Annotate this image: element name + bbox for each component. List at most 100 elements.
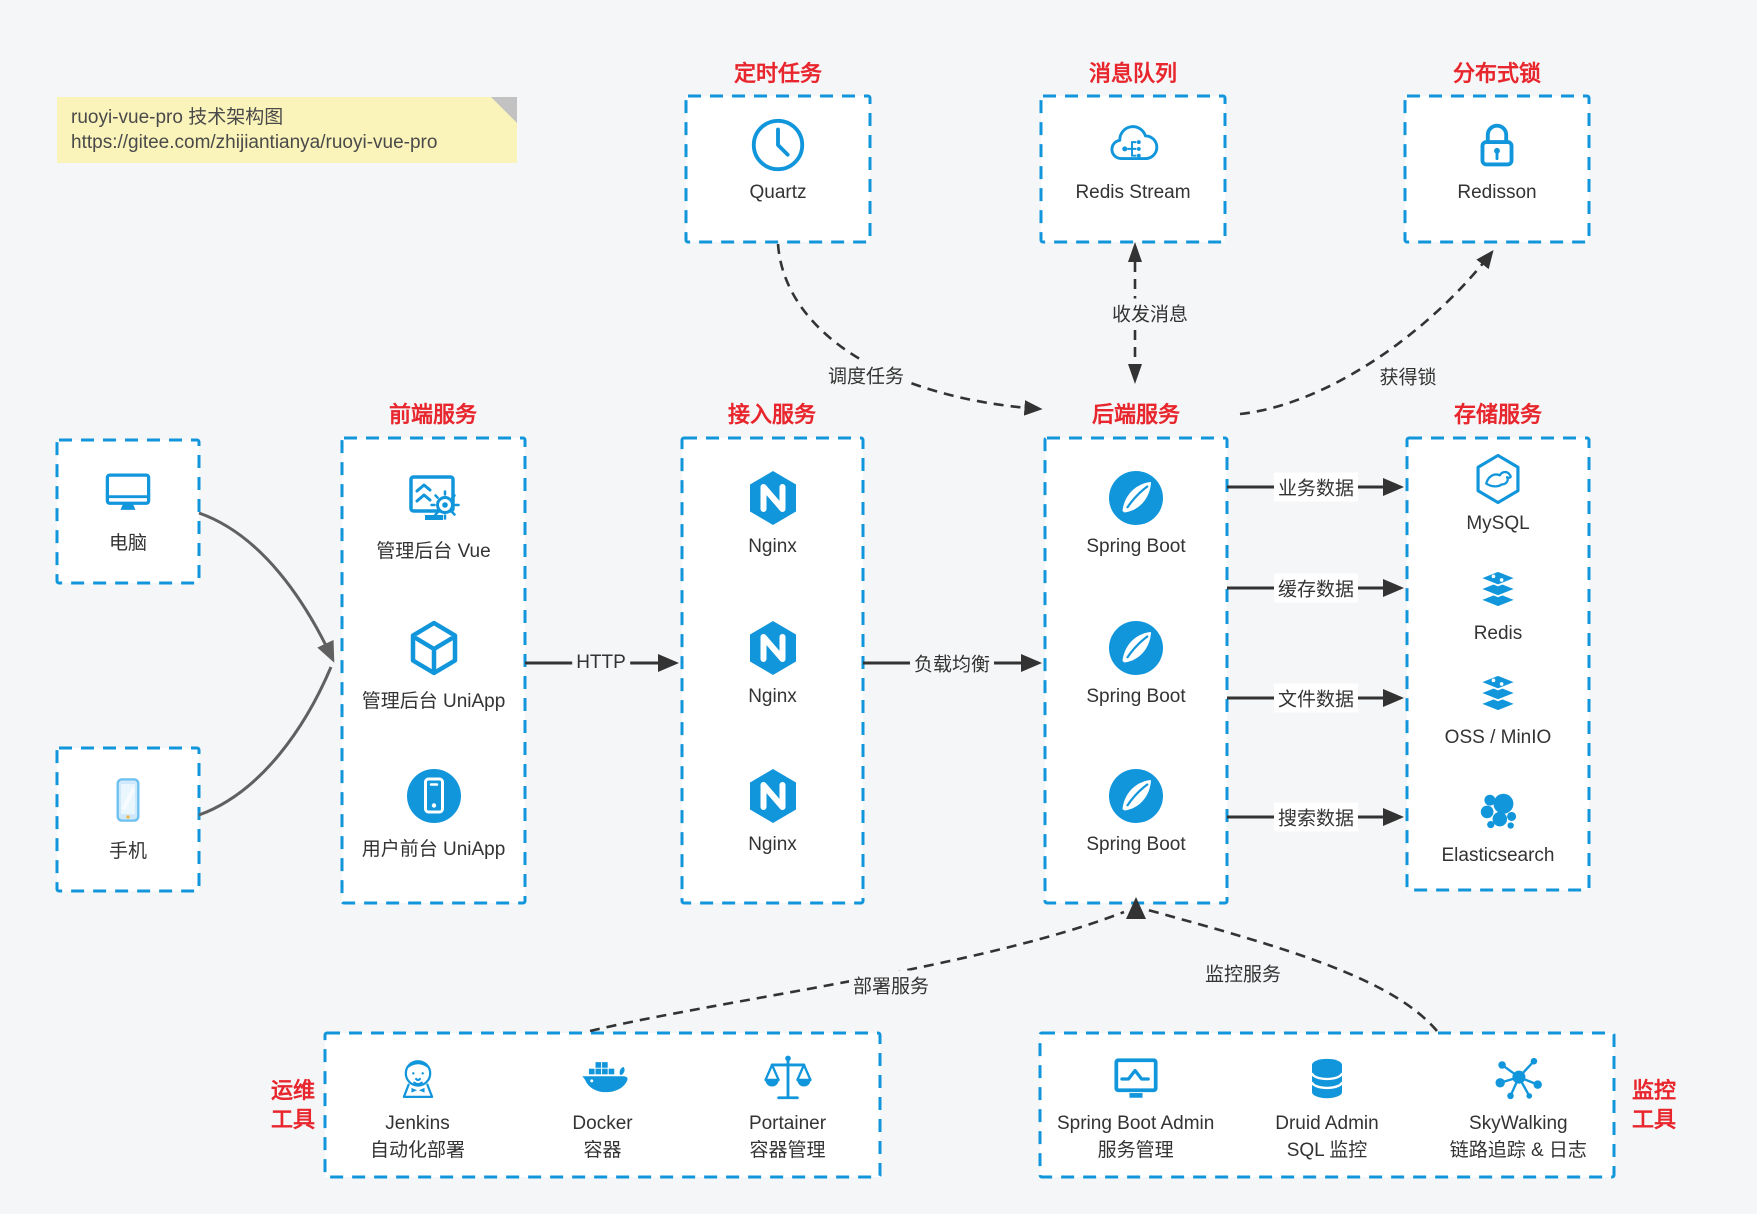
note-fold-corner (491, 97, 517, 123)
item-label: Spring Boot (1086, 536, 1186, 557)
edge-label-deploy: 部署服务 (848, 970, 934, 1000)
mq-cloud-icon (1110, 125, 1159, 161)
item-redisson: Redisson (1405, 114, 1589, 204)
group-title-message-queue: 消息队列 (1088, 61, 1178, 86)
edge-label-search-data: 搜索数据 (1273, 802, 1359, 832)
jenkins-icon (402, 1060, 433, 1098)
group-title-frontend: 前端服务 (388, 402, 478, 427)
edge-schedule (776, 243, 1043, 416)
group-box-ops-tools (323, 1031, 882, 1179)
item-label: Nginx (748, 686, 797, 707)
item-user-uniapp: 用户前台 UniApp (342, 764, 525, 861)
item-sublabel: 容器 (583, 1140, 622, 1161)
portainer-icon (763, 1055, 812, 1100)
item-docker: Docker 容器 (510, 1033, 695, 1177)
item-label: Nginx (748, 536, 797, 557)
edge-label-monitor: 监控服务 (1200, 958, 1286, 988)
edge-label-http: HTTP (572, 651, 630, 675)
nginx-icon (749, 769, 796, 823)
nginx-icon (749, 621, 796, 675)
item-pc: 电脑 (57, 462, 199, 555)
sba-icon (1114, 1058, 1158, 1098)
item-sublabel: 自动化部署 (369, 1140, 465, 1161)
sticky-note: ruoyi-vue-pro 技术架构图 https://gitee.com/zh… (57, 97, 517, 163)
side-label-line: 工具 (270, 1107, 316, 1132)
item-label: Redis Stream (1075, 182, 1191, 203)
lock-icon (1480, 123, 1514, 167)
spring-boot-icon (1109, 621, 1163, 675)
group-title-scheduler: 定时任务 (733, 61, 823, 86)
item-spring-boot-2: Spring Boot (1045, 616, 1227, 708)
item-mysql: MySQL (1407, 450, 1589, 535)
item-label: Elasticsearch (1441, 845, 1555, 866)
item-label: Quartz (749, 182, 807, 203)
spring-boot-icon (1109, 769, 1163, 823)
admin-vue-icon (408, 475, 460, 520)
note-title: ruoyi-vue-pro 技术架构图 (71, 107, 284, 128)
item-label: MySQL (1466, 513, 1530, 534)
item-label: SkyWalking (1469, 1113, 1568, 1134)
item-label: OSS / MinIO (1444, 727, 1552, 748)
item-redis: Redis (1407, 560, 1589, 645)
edge-label-message: 收发消息 (1107, 298, 1193, 328)
item-nginx-3: Nginx (682, 764, 863, 856)
item-nginx-1: Nginx (682, 466, 863, 558)
spring-boot-icon (1109, 471, 1163, 525)
arrowhead-message-up (1128, 242, 1142, 262)
smartphone-icon (116, 778, 140, 822)
edge-phone-to-frontend (198, 666, 333, 817)
item-label: Druid Admin (1275, 1113, 1379, 1134)
item-sublabel: 链路追踪 & 日志 (1449, 1140, 1587, 1161)
elasticsearch-icon (1480, 793, 1517, 829)
item-sublabel: 服务管理 (1097, 1140, 1174, 1161)
uniapp-cube-icon (410, 620, 457, 676)
item-label: Docker (572, 1113, 633, 1134)
item-label: 用户前台 UniApp (361, 839, 506, 860)
docker-icon (581, 1062, 628, 1093)
edge-label-business-data: 业务数据 (1273, 472, 1359, 502)
item-phone: 手机 (57, 770, 199, 863)
druid-icon (1310, 1058, 1344, 1099)
item-label: Portainer (748, 1113, 827, 1134)
ops-tools-box: Jenkins 自动化部署 Docker 容器 (325, 1033, 880, 1177)
item-sublabel: SQL 监控 (1286, 1140, 1368, 1161)
item-admin-vue: 管理后台 Vue (342, 466, 525, 563)
group-box-message-queue (1039, 94, 1227, 244)
item-spring-boot-3: Spring Boot (1045, 764, 1227, 856)
item-label: Spring Boot Admin (1056, 1113, 1215, 1134)
item-label: Jenkins (385, 1113, 450, 1134)
side-label-line: 监控 (1631, 1078, 1677, 1103)
edge-lock (1239, 249, 1494, 416)
edge-label-lock: 获得锁 (1375, 361, 1441, 391)
note-url: https://gitee.com/zhijiantianya/ruoyi-vu… (71, 132, 438, 153)
edge-label-file-data: 文件数据 (1273, 683, 1359, 713)
skywalking-icon (1495, 1057, 1543, 1100)
item-label: Redis (1473, 623, 1523, 644)
edge-deploy (589, 910, 1125, 1033)
desktop-icon (105, 473, 151, 510)
side-label-line: 工具 (1631, 1107, 1677, 1132)
item-label: Spring Boot (1086, 686, 1186, 707)
oss-stack-icon (1477, 673, 1519, 713)
edge-label-load-balance: 负载均衡 (909, 648, 995, 678)
side-label-line: 运维 (270, 1078, 316, 1103)
item-spring-boot-admin: Spring Boot Admin 服务管理 (1040, 1033, 1231, 1177)
item-skywalking: SkyWalking 链路追踪 & 日志 (1423, 1033, 1614, 1177)
item-label: 管理后台 UniApp (361, 691, 506, 712)
item-admin-uniapp: 管理后台 UniApp (342, 616, 525, 713)
redis-stack-icon (1477, 569, 1519, 609)
item-spring-boot-1: Spring Boot (1045, 466, 1227, 558)
arrowhead-message-down (1128, 364, 1142, 384)
group-box-storage (1405, 436, 1591, 892)
item-sublabel: 容器管理 (749, 1140, 826, 1161)
mysql-icon (1476, 453, 1520, 505)
item-druid-admin: Druid Admin SQL 监控 (1231, 1033, 1422, 1177)
item-label: 手机 (108, 841, 147, 862)
group-box-client-pc (55, 438, 201, 585)
edge-label-schedule: 调度任务 (823, 360, 909, 390)
side-label-monitor: 监控 工具 (1632, 1076, 1676, 1134)
item-portainer: Portainer 容器管理 (695, 1033, 880, 1177)
item-oss-minio: OSS / MinIO (1407, 664, 1589, 749)
item-quartz: Quartz (686, 114, 870, 204)
